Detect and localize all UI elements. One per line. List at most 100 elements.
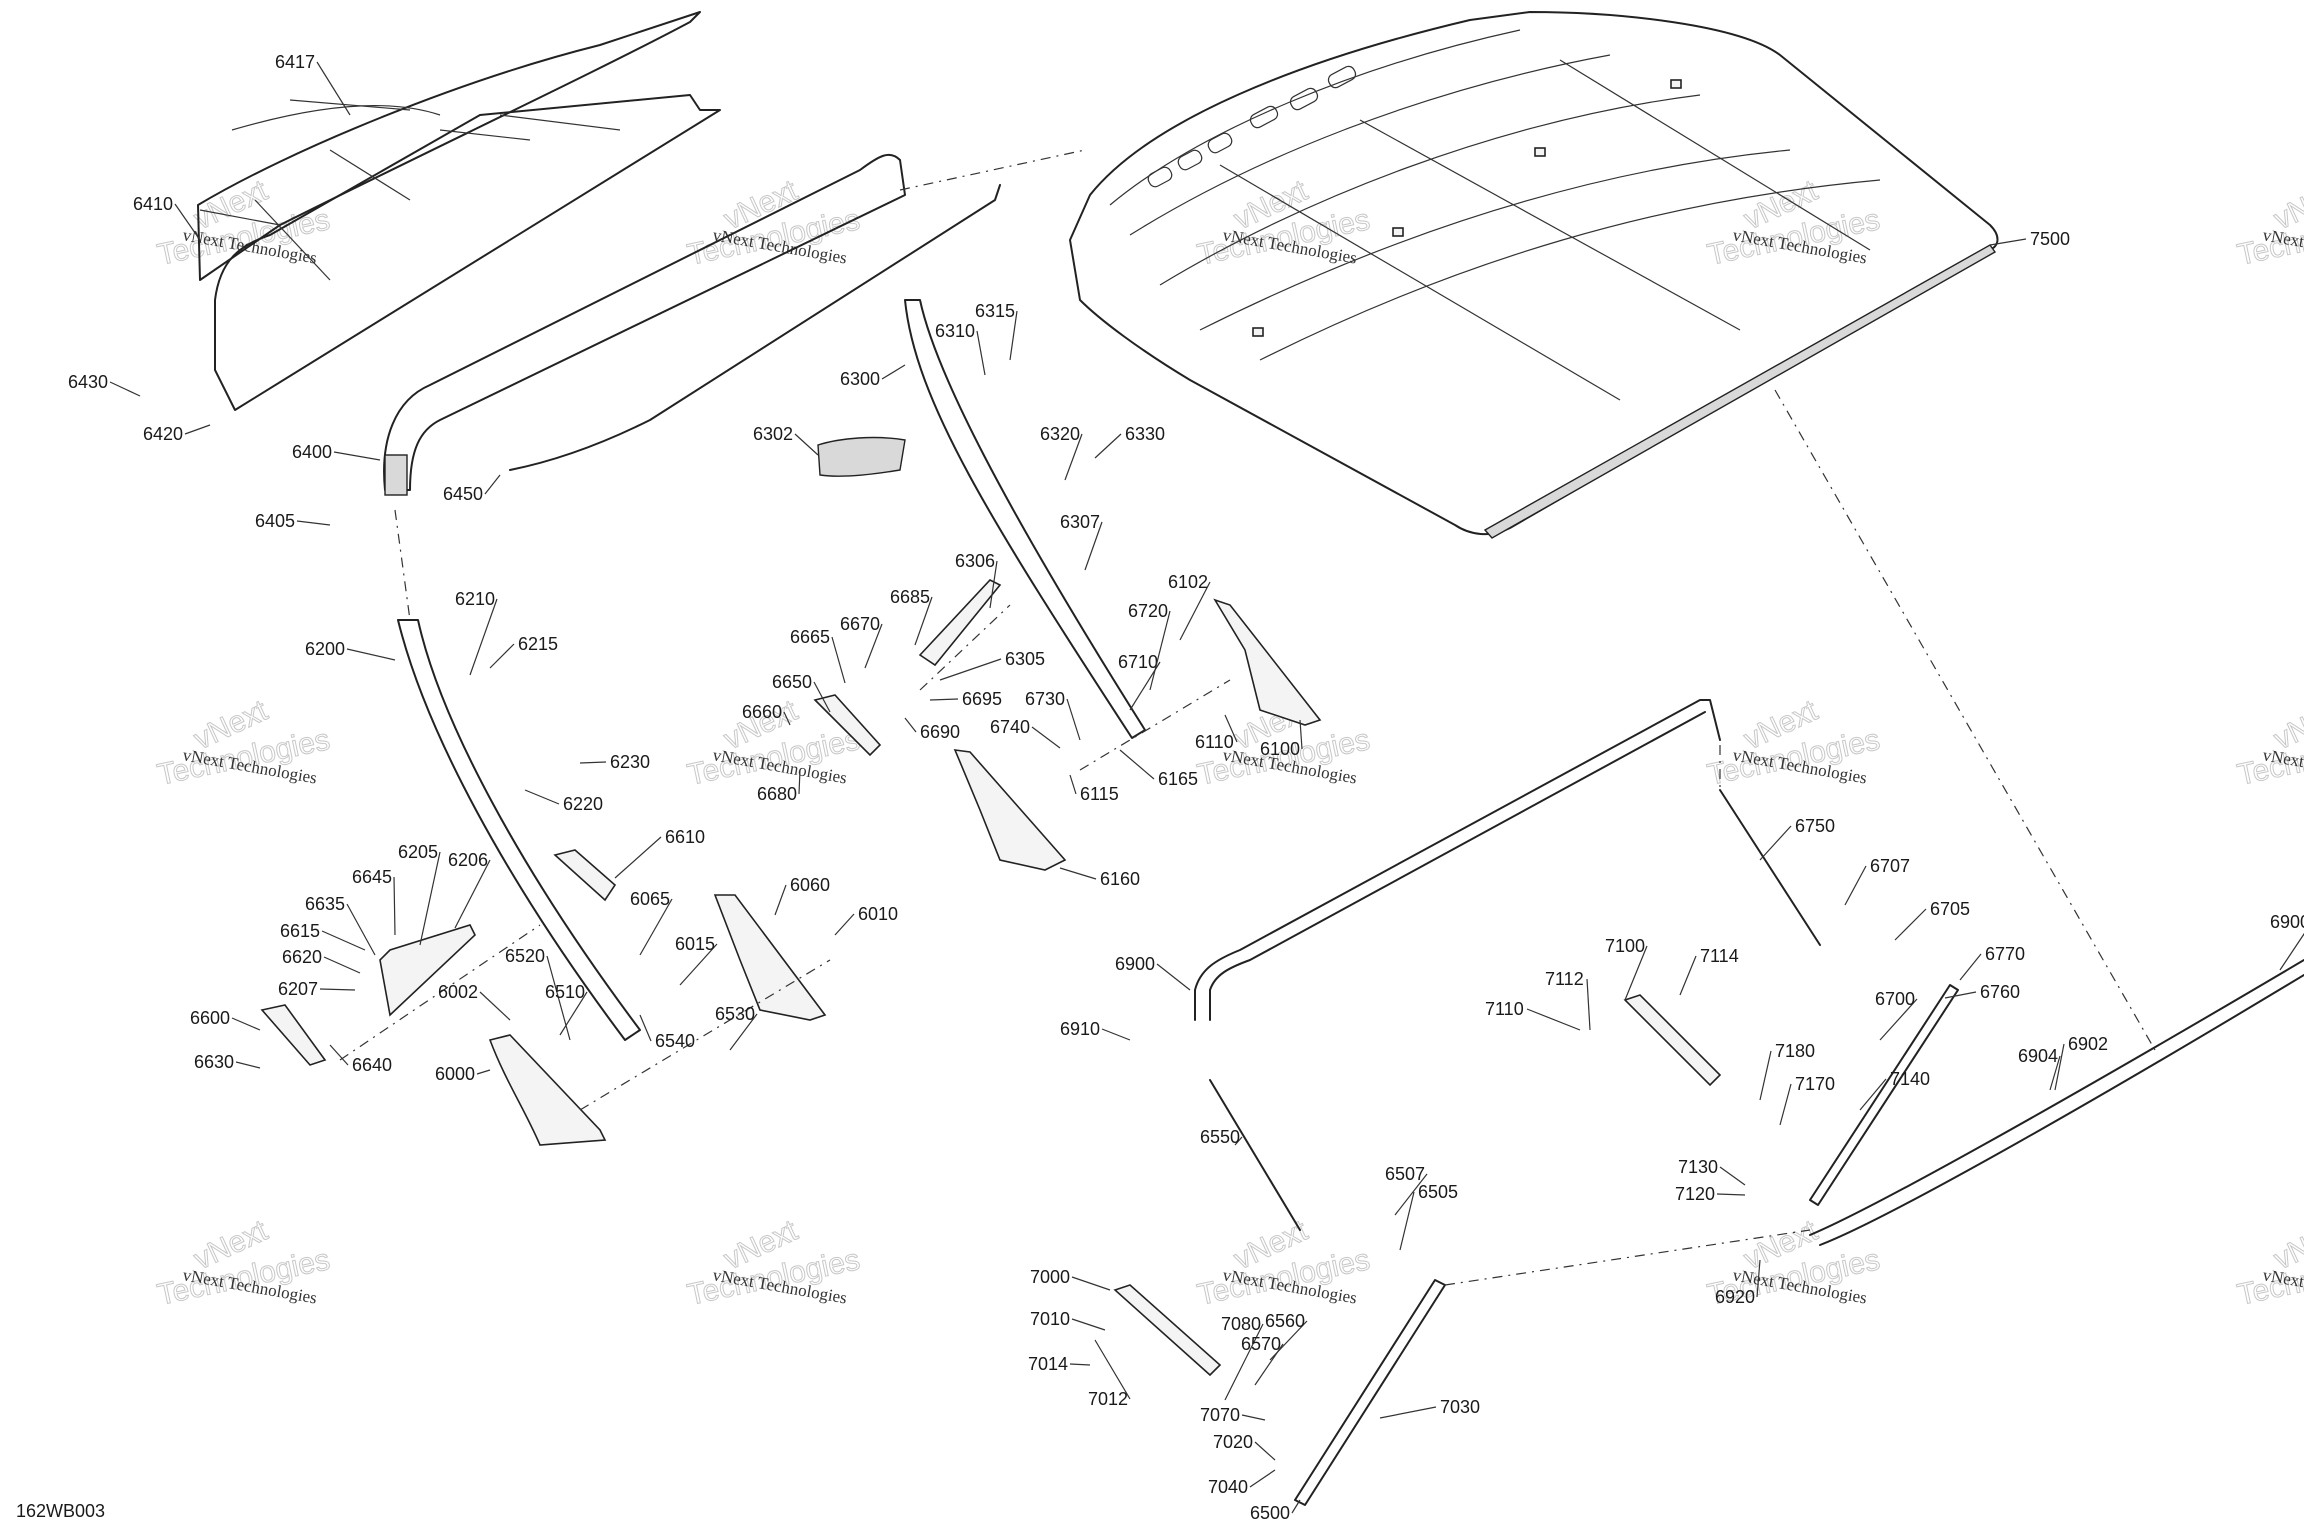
callout-6220: 6220 bbox=[524, 789, 603, 814]
leader-line bbox=[1084, 521, 1103, 571]
part-number-label: 6010 bbox=[858, 904, 898, 924]
leader-line bbox=[2054, 1043, 2065, 1091]
callout-6507: 6507 bbox=[1385, 1164, 1428, 1216]
callout-6902: 6902 bbox=[2054, 1034, 2108, 1091]
leader-line bbox=[1234, 1136, 1243, 1146]
part-number-label: 6900 bbox=[1115, 954, 1155, 974]
part-number-label: 7100 bbox=[1605, 936, 1645, 956]
callout-6065: 6065 bbox=[630, 889, 673, 956]
part-number-label: 6640 bbox=[352, 1055, 392, 1075]
part-number-label: 6530 bbox=[715, 1004, 755, 1024]
part-number-label: 6615 bbox=[280, 921, 320, 941]
part-number-label: 6500 bbox=[1250, 1503, 1290, 1523]
leader-line bbox=[1779, 1083, 1792, 1126]
callout-6315: 6315 bbox=[975, 301, 1018, 361]
leader-line bbox=[469, 598, 498, 676]
part-number-label: 7080 bbox=[1221, 1314, 1261, 1334]
part-number-label: 6505 bbox=[1418, 1182, 1458, 1202]
leader-line bbox=[1756, 1259, 1761, 1298]
callout-7140: 7140 bbox=[1859, 1069, 1930, 1111]
part-number-label: 7014 bbox=[1028, 1354, 1068, 1374]
leader-line bbox=[476, 1069, 491, 1075]
callout-6550: 6550 bbox=[1200, 1127, 1243, 1147]
part-number-label: 6000 bbox=[435, 1064, 475, 1084]
leader-line bbox=[774, 884, 787, 916]
leader-line bbox=[639, 898, 673, 956]
part-number-label: 6690 bbox=[920, 722, 960, 742]
part-number-label: 6200 bbox=[305, 639, 345, 659]
part-number-label: 6695 bbox=[962, 689, 1002, 709]
leader-line bbox=[881, 364, 906, 380]
leader-line bbox=[1149, 610, 1171, 691]
callout-7180: 7180 bbox=[1759, 1041, 1815, 1101]
callout-6210: 6210 bbox=[455, 589, 498, 676]
windshield-frame-6900 bbox=[1194, 699, 2304, 1246]
lower-pillar-6500 bbox=[1294, 1279, 1446, 1506]
part-number-label: 7110 bbox=[1485, 999, 1524, 1019]
part-number-label: 6060 bbox=[790, 875, 830, 895]
part-number-label: 6670 bbox=[840, 614, 880, 634]
leader-line bbox=[1379, 1406, 1437, 1419]
part-number-label: 7040 bbox=[1208, 1477, 1248, 1497]
leader-line bbox=[1249, 1469, 1276, 1488]
callout-7070: 7070 bbox=[1200, 1405, 1266, 1425]
part-number-label: 6102 bbox=[1168, 572, 1208, 592]
leader-line bbox=[1094, 433, 1122, 459]
callout-6710: 6710 bbox=[1118, 652, 1161, 711]
callout-6102: 6102 bbox=[1168, 572, 1211, 641]
callout-6010: 6010 bbox=[834, 904, 898, 936]
part-number-label: 6685 bbox=[890, 587, 930, 607]
assembly-lines bbox=[339, 149, 2156, 1286]
leader-line bbox=[939, 658, 1002, 681]
leader-line bbox=[419, 851, 441, 946]
callout-6207: 6207 bbox=[278, 979, 356, 999]
leader-line bbox=[454, 859, 491, 929]
callout-6630: 6630 bbox=[194, 1052, 261, 1072]
part-number-label: 6520 bbox=[505, 946, 545, 966]
leader-line bbox=[1299, 719, 1303, 750]
callout-6770: 6770 bbox=[1959, 944, 2025, 981]
part-number-label: 6645 bbox=[352, 867, 392, 887]
callout-6450: 6450 bbox=[443, 474, 501, 504]
part-number-label: 6700 bbox=[1875, 989, 1915, 1009]
callout-7020: 7020 bbox=[1213, 1432, 1276, 1461]
leader-line bbox=[783, 711, 791, 726]
callout-6540: 6540 bbox=[639, 1014, 695, 1051]
callout-7014: 7014 bbox=[1028, 1354, 1091, 1374]
part-number-label: 6405 bbox=[255, 511, 295, 531]
callout-6302: 6302 bbox=[753, 424, 819, 456]
callout-7130: 7130 bbox=[1678, 1157, 1746, 1186]
part-number-label: 7120 bbox=[1675, 1184, 1715, 1204]
roof-panel bbox=[1069, 11, 1999, 539]
callout-6650: 6650 bbox=[772, 672, 831, 713]
part-number-label: 6770 bbox=[1985, 944, 2025, 964]
callout-6430: 6430 bbox=[68, 372, 141, 397]
leader-line bbox=[1759, 1050, 1772, 1101]
part-number-label: 6750 bbox=[1795, 816, 1835, 836]
leader-line bbox=[1071, 1318, 1106, 1331]
part-number-label: 7012 bbox=[1088, 1389, 1128, 1409]
callout-6615: 6615 bbox=[280, 921, 366, 951]
leader-line bbox=[479, 991, 511, 1021]
part-number-label: 6015 bbox=[675, 934, 715, 954]
callout-6305: 6305 bbox=[939, 649, 1045, 681]
part-number-label: 6660 bbox=[742, 702, 782, 722]
part-number-label: 6206 bbox=[448, 850, 488, 870]
part-number-label: 7114 bbox=[1700, 946, 1739, 966]
leader-line bbox=[524, 789, 560, 805]
door-mechanism-6100 bbox=[1213, 598, 1322, 726]
leader-line bbox=[1254, 1343, 1284, 1386]
leader-line bbox=[346, 903, 376, 956]
part-number-label: 6410 bbox=[133, 194, 173, 214]
leader-line bbox=[316, 61, 351, 116]
leader-line bbox=[639, 1014, 652, 1042]
part-number-label: 6207 bbox=[278, 979, 318, 999]
leader-line bbox=[1894, 908, 1927, 941]
leader-line bbox=[1066, 698, 1081, 741]
part-number-label: 6630 bbox=[194, 1052, 234, 1072]
